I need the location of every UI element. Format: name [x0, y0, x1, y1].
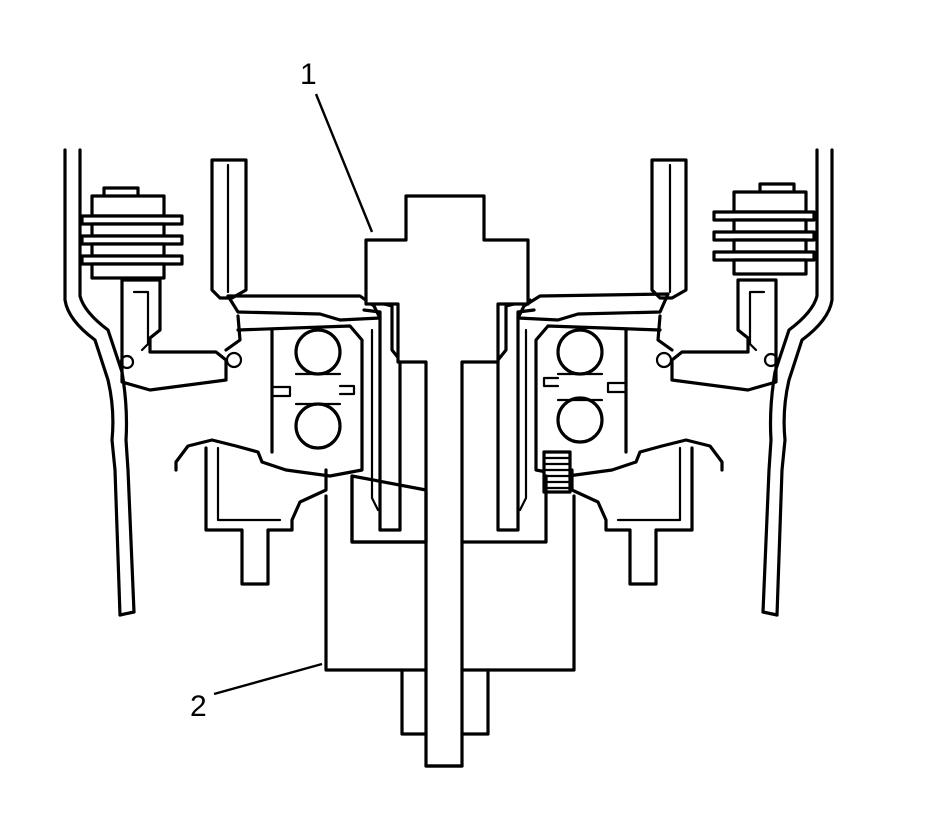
return-spring: [542, 450, 572, 494]
inner-sleeve-left: [362, 298, 402, 532]
hub-tab-left: [210, 158, 248, 300]
support-leg-left: [204, 446, 328, 586]
clutch-plates-left: [80, 186, 184, 280]
clutch-plates-right: [712, 182, 816, 276]
piston-right: [516, 278, 779, 392]
tool-1-installer: [364, 194, 530, 768]
ball-bearings-right: [542, 328, 604, 444]
piston-left: [119, 278, 382, 392]
callout-1: 1: [300, 58, 374, 233]
callout-2: 2: [190, 662, 323, 723]
callout-2-leader: [213, 662, 323, 696]
callout-2-label: 2: [190, 690, 207, 723]
ball-bearings-left: [294, 328, 356, 450]
inner-sleeve-right: [496, 298, 536, 532]
callout-1-leader: [314, 93, 374, 233]
hub-tab-right: [650, 158, 688, 300]
callout-1-label: 1: [300, 58, 317, 91]
tool-2-holder: [324, 474, 576, 768]
support-leg-right: [570, 446, 694, 586]
bearing-housing-left: [174, 324, 364, 478]
bearing-housing-right: [534, 324, 724, 478]
